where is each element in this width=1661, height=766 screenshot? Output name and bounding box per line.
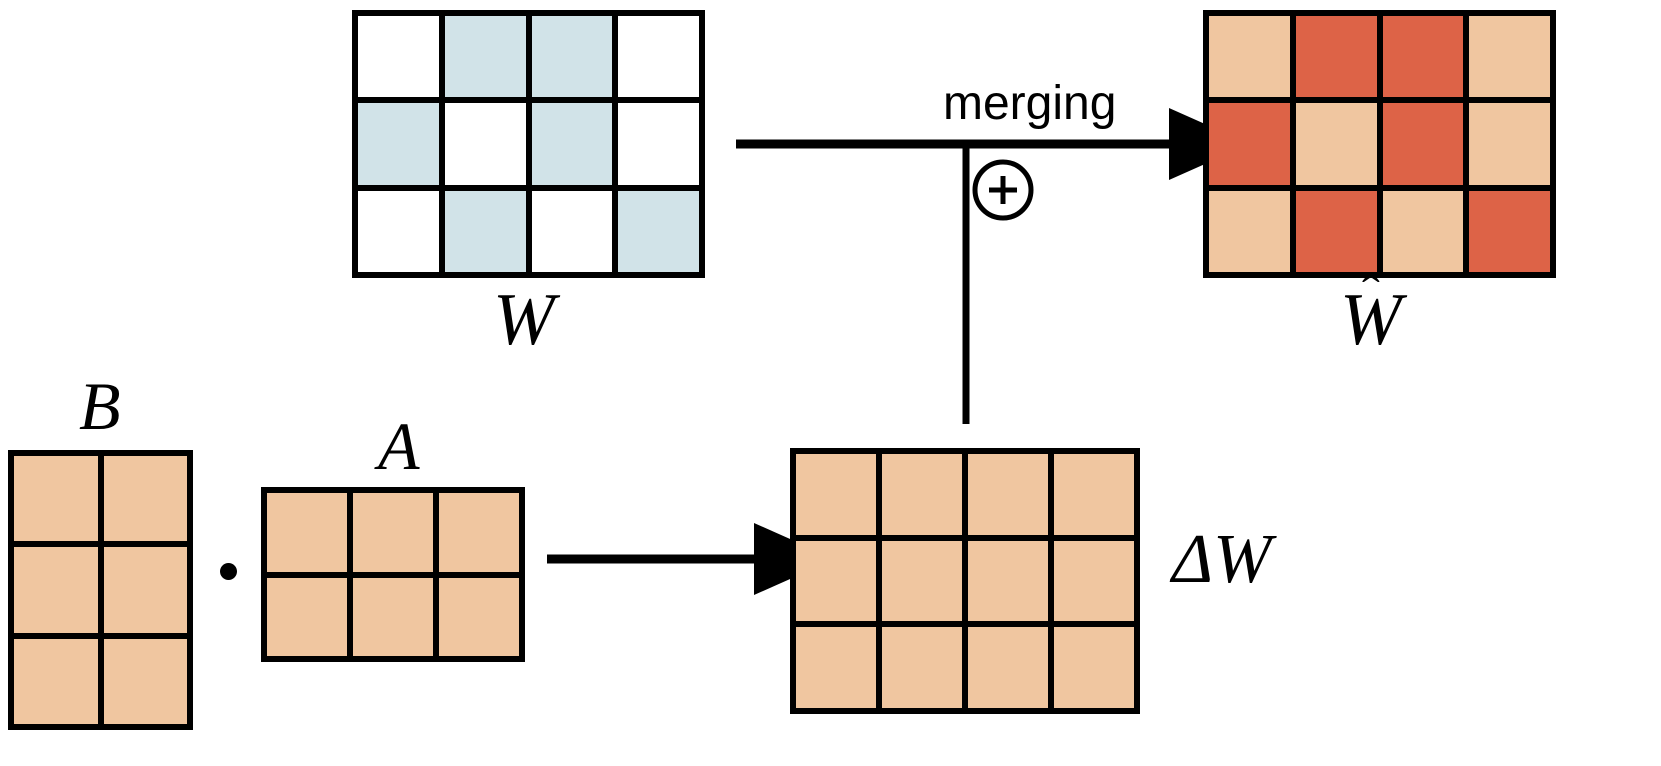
matrix-delta-w-cell-r1c3 [1054,540,1134,622]
w-hat-base-letter: W [1340,279,1402,361]
matrix-b [8,450,193,730]
matrix-delta-w-cell-r0c2 [968,454,1048,535]
matrix-delta-w-cell-r1c1 [882,540,962,622]
w-hat-glyph-wrap: ̂ W [1340,283,1402,357]
matrix-delta-w-label: ΔW [1172,521,1272,598]
matrix-b-cell-r1c0 [14,547,98,633]
matrix-w-hat-cell-r1c3 [1469,103,1550,185]
matrix-a-cell-r1c1 [353,577,433,656]
matrix-w-cell-r0c0 [358,16,439,98]
matrix-b-cell-r0c0 [14,456,98,542]
matrix-delta-w-cell-r2c1 [882,627,962,708]
merging-label: merging [943,77,1117,130]
matrix-w-hat-cell-r2c2 [1382,190,1464,272]
matrix-w-cell-r1c3 [618,103,699,185]
matrix-a-label: A [378,408,420,484]
matrix-w-hat-cell-r0c0 [1209,16,1290,98]
matrix-w-cell-r1c1 [444,103,526,185]
matrix-w-label: W [493,279,555,361]
matrix-delta-w [790,448,1140,714]
matrix-w-hat [1203,10,1556,278]
matrix-w-cell-r0c1 [444,16,526,98]
matrix-w-hat-cell-r0c3 [1469,16,1550,98]
matrix-a-cell-r0c1 [353,493,433,572]
matrix-w-cell-r2c3 [618,190,699,272]
matrix-a-cell-r1c2 [439,577,519,656]
matrix-w-hat-cell-r2c0 [1209,190,1290,272]
matrix-b-label: B [79,368,121,444]
matrix-w-hat-cell-r0c2 [1382,16,1464,98]
matrix-a-cell-r0c0 [267,493,347,572]
matrix-delta-w-cell-r0c1 [882,454,962,535]
matrix-w-hat-cell-r2c1 [1295,190,1377,272]
matrix-b-cell-r0c1 [103,456,187,542]
matrix-delta-w-cell-r2c3 [1054,627,1134,708]
matrix-w-cell-r2c1 [444,190,526,272]
matrix-delta-w-cell-r2c2 [968,627,1048,708]
matrix-b-cell-r1c1 [103,547,187,633]
matrix-w-cell-r0c3 [618,16,699,98]
matrix-w-cell-r2c0 [358,190,439,272]
matrix-delta-w-cell-r0c0 [796,454,876,535]
matrix-delta-w-cell-r1c0 [796,540,876,622]
matrix-w-cell-r0c2 [531,16,613,98]
matrix-a-cell-r1c0 [267,577,347,656]
matrix-w-hat-cell-r1c0 [1209,103,1290,185]
matrix-b-cell-r2c1 [103,638,187,724]
matrix-delta-w-cell-r2c0 [796,627,876,708]
matrix-w [352,10,705,278]
matrix-w-cell-r2c2 [531,190,613,272]
matrix-delta-w-cell-r0c3 [1054,454,1134,535]
matrix-w-hat-cell-r1c2 [1382,103,1464,185]
matrix-a-cell-r0c2 [439,493,519,572]
matrix-w-hat-cell-r2c3 [1469,190,1550,272]
circled-plus-icon [972,159,1034,221]
matrix-w-cell-r1c0 [358,103,439,185]
matrix-w-cell-r1c2 [531,103,613,185]
matrix-b-cell-r2c0 [14,638,98,724]
matrix-w-hat-cell-r1c1 [1295,103,1377,185]
matrix-a [261,487,525,662]
matrix-w-hat-label: ̂ W [1340,283,1402,357]
matrix-delta-w-cell-r1c2 [968,540,1048,622]
dot-product-operator [220,563,237,580]
matrix-w-hat-cell-r0c1 [1295,16,1377,98]
